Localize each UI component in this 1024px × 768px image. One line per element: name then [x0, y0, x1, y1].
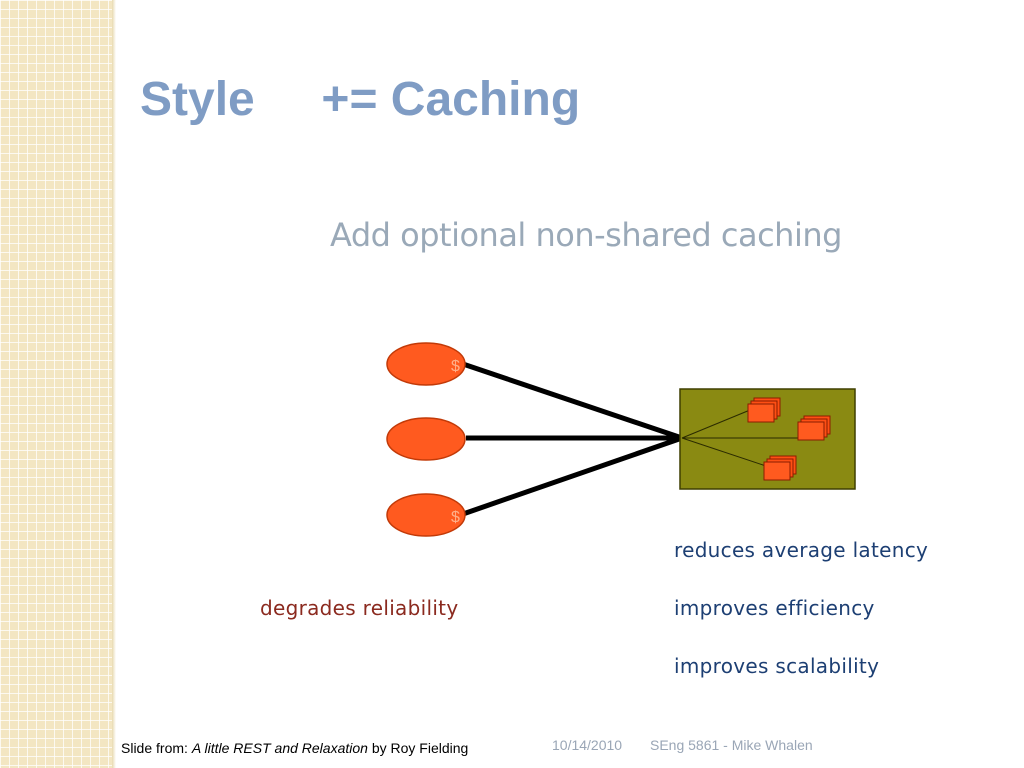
- slide-title: Style += Caching: [140, 73, 581, 126]
- connector-line-bottom: [462, 435, 683, 517]
- footer-source: Slide from: A little REST and Relaxation…: [121, 740, 468, 756]
- reduces-latency-label: reduces average latency: [674, 538, 929, 562]
- improves-efficiency-label: improves efficiency: [674, 596, 875, 620]
- footer-source-prefix: Slide from:: [121, 740, 192, 756]
- cache-marker-top: $: [451, 358, 460, 375]
- footer-source-suffix: by Roy Fielding: [367, 740, 469, 756]
- footer-source-title: A little REST and Relaxation: [191, 740, 368, 756]
- server-fan-line-3: [681, 437, 767, 467]
- improves-scalability-label: improves scalability: [674, 654, 880, 678]
- footer-course: SEng 5861 - Mike Whalen: [650, 737, 813, 753]
- document-stack-icon: [763, 455, 797, 481]
- cache-marker-bottom: $: [451, 509, 460, 526]
- document-stack-icon: [797, 415, 831, 441]
- slide-subtitle: Add optional non-shared caching: [330, 216, 842, 254]
- client-node-bottom: [386, 493, 466, 537]
- connector-line-top: [462, 361, 683, 441]
- document-stack-icon: [747, 397, 781, 423]
- footer-date: 10/14/2010: [552, 737, 623, 753]
- degrades-reliability-label: degrades reliability: [260, 596, 459, 620]
- server-fan-line-1: [681, 409, 751, 439]
- side-pattern-bar: [0, 0, 112, 768]
- client-node-middle: [386, 417, 466, 461]
- side-pattern-edge: [112, 0, 116, 768]
- client-node-top: [386, 342, 466, 386]
